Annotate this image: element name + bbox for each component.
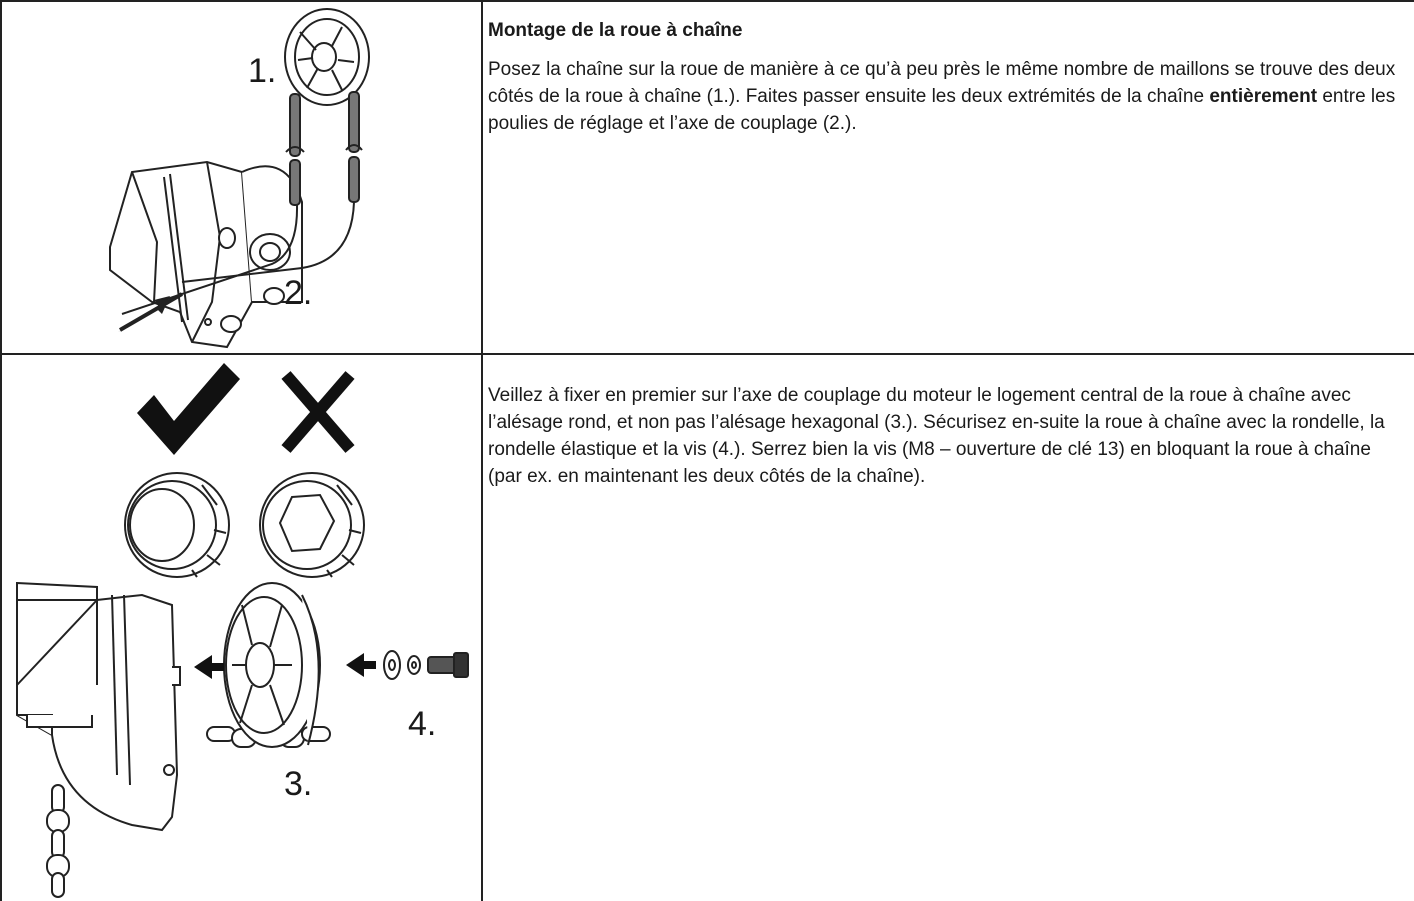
bolt-drawing	[427, 652, 469, 678]
wheel-round-bore-drawing	[124, 472, 230, 578]
illustration-wheel-fixing: 4. 3.	[2, 355, 481, 901]
chain-wheel-drawing	[284, 8, 370, 106]
illustration-chain-wheel-mounting: 1. 2.	[2, 2, 481, 353]
section-1-text: Montage de la roue à chaîne Posez la cha…	[488, 18, 1404, 137]
step-label-3: 3.	[284, 765, 312, 803]
table-border-left	[0, 0, 2, 901]
cross-mark-icon	[281, 371, 355, 453]
step-label-2: 2.	[284, 274, 312, 312]
paragraph-text-start: Posez la chaîne sur la roue de manière à…	[488, 59, 1396, 107]
table-border-middle	[481, 0, 483, 901]
step-label-4: 4.	[408, 705, 436, 743]
assembly-arrow-right	[346, 653, 376, 677]
table-border-top	[0, 0, 1414, 2]
paragraph-text-end: entre les poulies de réglage et l’axe de…	[488, 86, 1396, 134]
section-1-paragraph: Posez la chaîne sur la roue de manière à…	[488, 56, 1404, 137]
check-mark-icon	[137, 363, 240, 455]
motor-body-drawing	[16, 581, 181, 832]
section-2-text: Veillez à fixer en premier sur l’axe de …	[488, 382, 1404, 490]
chain-wheel-drawing	[223, 582, 321, 748]
motor-body-drawing	[109, 160, 303, 349]
wheel-hex-bore-drawing	[259, 472, 365, 578]
paragraph-emphasis: entièrement	[1209, 86, 1318, 107]
washer-drawing	[383, 650, 421, 680]
step-label-1: 1.	[248, 52, 276, 90]
section-2-paragraph: Veillez à fixer en premier sur l’axe de …	[488, 385, 1385, 487]
assembly-arrow-left	[194, 655, 224, 679]
direction-arrow	[118, 292, 184, 332]
section-heading: Montage de la roue à chaîne	[488, 20, 743, 41]
chain-strands-drawing	[289, 91, 360, 206]
table-row-divider	[0, 353, 1414, 355]
